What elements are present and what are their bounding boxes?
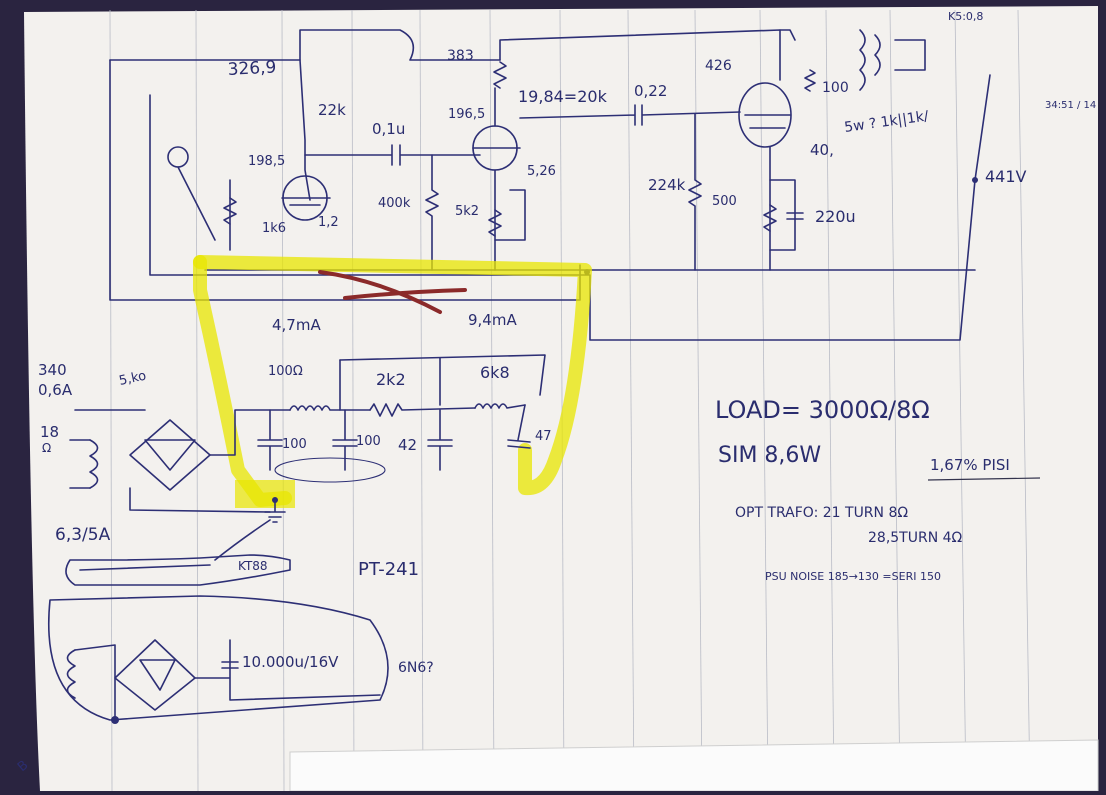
label-c42: 42 [398, 436, 417, 454]
label-bias-40: 40, [810, 141, 834, 159]
label-tube-6n6: 6N6? [398, 660, 434, 676]
note-load: LOAD= 3000Ω/8Ω [715, 396, 930, 424]
design-notes: LOAD= 3000Ω/8Ω SIM 8,6W 1,67% PISI OPT T… [715, 396, 1041, 583]
note-thd: 1,67% PISI [930, 456, 1010, 474]
label-r22k: 22k [318, 101, 346, 119]
label-v1-plate: 198,5 [248, 154, 285, 169]
label-b-plus-main: 326,9 [227, 57, 277, 80]
label-c526: 5,26 [527, 164, 556, 179]
note-opt-line1: OPT TRAFO: 21 TURN 8Ω [735, 505, 908, 521]
label-cap-022: 0,22 [634, 82, 667, 100]
psu-section [48, 354, 546, 724]
label-v2-plate: 196,5 [448, 107, 485, 122]
label-r1k6: 1k6 [262, 221, 286, 236]
label-c100b: 100 [356, 434, 381, 449]
label-b-plus-441: 441V [985, 167, 1027, 186]
note-psu: PSU NOISE 185→130 =SERI 150 [765, 570, 941, 583]
label-psu-18: 18 [40, 423, 59, 441]
label-secondary-tap: K5:0,8 [948, 10, 983, 23]
label-output-plate: 426 [705, 58, 732, 74]
label-psu-a: 0,6A [38, 381, 73, 399]
label-c100a: 100 [282, 437, 307, 452]
label-r100-screen: 100 [822, 80, 849, 96]
label-choke-note: 5,ko [118, 369, 148, 389]
output-tube-icon [738, 82, 792, 148]
label-r400k: 400k [378, 196, 411, 211]
label-r100-ohm: 100Ω [268, 364, 303, 379]
label-r-split: 19,84=20k [518, 87, 608, 106]
label-r2k2: 2k2 [376, 370, 406, 389]
label-cap-01: 0,1u [372, 120, 405, 138]
label-bridge-cap: 10.000u/16V [242, 653, 339, 671]
highlighted-ground-path [193, 255, 592, 508]
label-psu-omega: Ω [42, 441, 51, 455]
note-opt-line2: 28,5TURN 4Ω [868, 530, 963, 546]
ground-icon [264, 499, 286, 523]
label-kt88: KT88 [238, 559, 268, 573]
label-b-plus-mid: 383 [447, 48, 474, 64]
schematic-labels: 326,9 383 426 19,84=20k 0,22 K5:0,8 100 … [15, 10, 1096, 775]
label-corner-mark: B [15, 758, 31, 775]
ruled-lines [109, 9, 1031, 792]
label-c12: 1,2 [318, 215, 339, 230]
label-side-note: 34:51 / 14 [1045, 100, 1096, 111]
note-sim: SIM 8,6W [718, 443, 821, 468]
label-current-94: 9,4mA [468, 311, 517, 329]
label-psu-v: 340 [38, 361, 67, 379]
label-r500: 500 [712, 194, 737, 209]
label-r224k: 224k [648, 176, 686, 194]
label-c220u: 220u [815, 207, 856, 226]
label-r6k8: 6k8 [480, 363, 510, 382]
label-current-47: 4,7mA [272, 316, 321, 334]
label-r5k2: 5k2 [455, 204, 479, 219]
label-heater: 6,3/5A [55, 525, 111, 545]
red-cross-out [318, 270, 467, 314]
label-pt: PT-241 [358, 559, 419, 580]
label-c47: 47 [535, 429, 552, 444]
notebook-paper [24, 6, 1099, 792]
